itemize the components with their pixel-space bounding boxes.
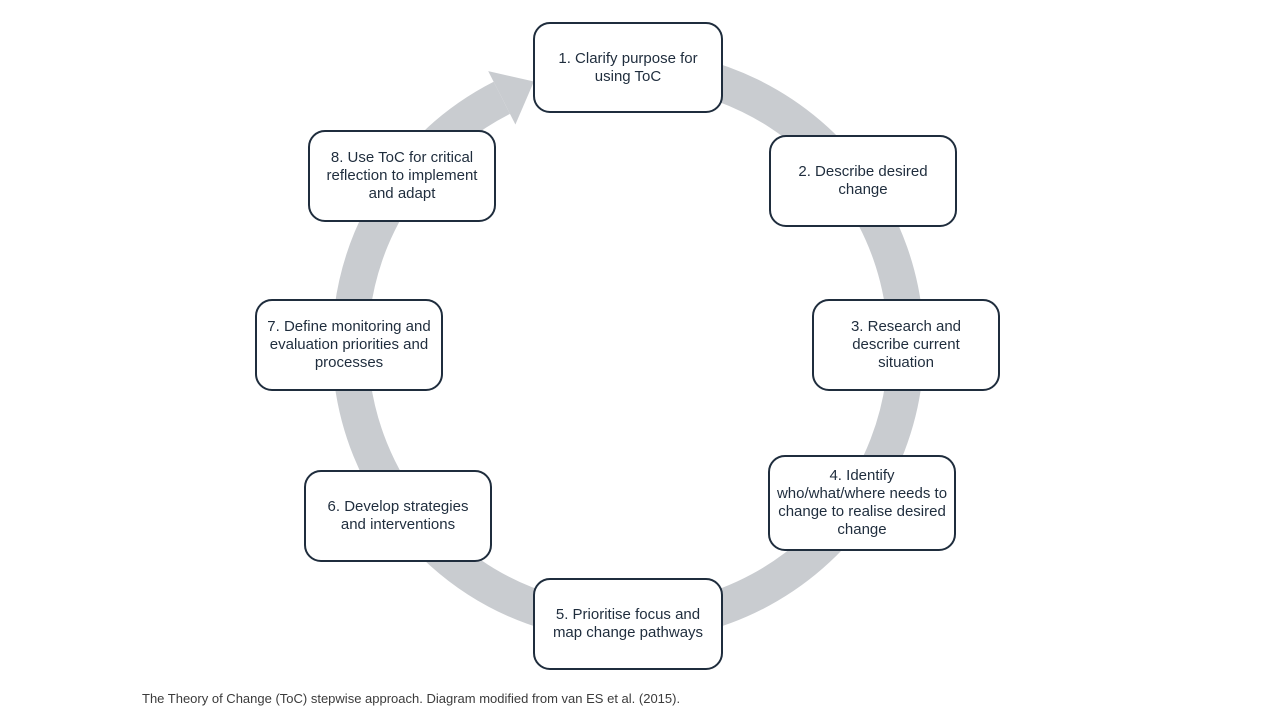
step-label-2: 2. Describe desired change	[798, 163, 928, 198]
step-box-4: 4. Identify who/what/where needs to chan…	[768, 455, 956, 551]
step-label-7: 7. Define monitoring and evaluation prio…	[267, 318, 431, 371]
step-box-6: 6. Develop strategies and interventions	[304, 470, 492, 562]
step-box-8: 8. Use ToC for critical reflection to im…	[308, 130, 496, 222]
step-box-5: 5. Prioritise focus and map change pathw…	[533, 578, 723, 670]
step-box-3: 3. Research and describe current situati…	[812, 299, 1000, 391]
step-box-1: 1. Clarify purpose for using ToC	[533, 22, 723, 113]
step-box-7: 7. Define monitoring and evaluation prio…	[255, 299, 443, 391]
step-label-6: 6. Develop strategies and interventions	[327, 498, 469, 533]
step-label-5: 5. Prioritise focus and map change pathw…	[552, 606, 704, 641]
step-label-4: 4. Identify who/what/where needs to chan…	[776, 467, 948, 538]
step-label-8: 8. Use ToC for critical reflection to im…	[326, 149, 478, 202]
step-box-2: 2. Describe desired change	[769, 135, 957, 227]
step-label-1: 1. Clarify purpose for using ToC	[558, 49, 698, 85]
step-label-3: 3. Research and describe current situati…	[850, 318, 962, 371]
caption: The Theory of Change (ToC) stepwise appr…	[142, 691, 681, 706]
